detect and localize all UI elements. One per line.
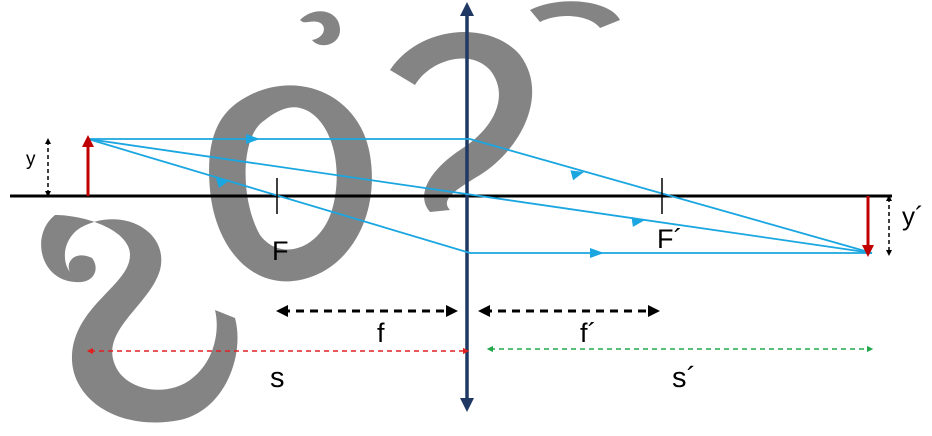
label-image-distance: s´: [672, 362, 696, 394]
light-rays: [87, 138, 873, 254]
ray-center: [87, 138, 873, 254]
ray-direction-arrows: [216, 134, 645, 258]
ray-arrowhead: [590, 248, 604, 258]
ray-arrowhead: [570, 170, 584, 181]
label-focal-point-object: F: [272, 236, 289, 266]
label-focal-length-image: f´: [580, 318, 597, 348]
ray-parallel: [88, 138, 873, 254]
label-object-distance: s: [270, 362, 285, 394]
label-focal-length-object: f: [377, 318, 385, 348]
watermark: [41, 1, 620, 423]
ray-arrowhead: [631, 217, 645, 227]
ray-focal: [87, 138, 872, 254]
label-object-height: y: [26, 149, 36, 170]
ray-arrowhead: [216, 178, 230, 188]
label-focal-point-image: F´: [657, 224, 682, 254]
label-image-height: y´: [902, 201, 924, 231]
ray-arrowhead: [246, 134, 260, 144]
